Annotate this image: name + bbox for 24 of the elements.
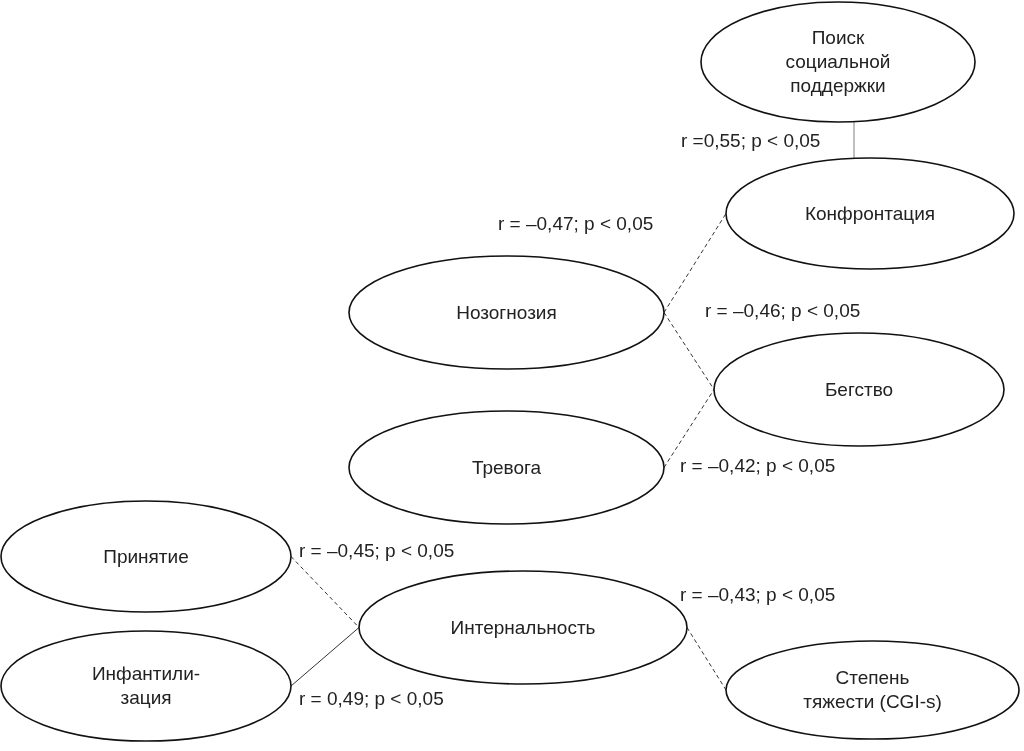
node-label: Тревога [471, 455, 542, 480]
node-label: Бегство [824, 377, 894, 402]
ellipse-node [358, 570, 688, 685]
ellipse-node [725, 157, 1015, 270]
node-label: Поиск социальной поддержки [784, 26, 892, 98]
node-label: Степень тяжести (CGI-s) [802, 666, 943, 714]
ellipse-node [725, 640, 1020, 740]
ellipse-node [348, 255, 665, 370]
ellipse-node [700, 1, 976, 123]
ellipse-node [348, 410, 665, 525]
dashed-connector [290, 556, 360, 628]
connector-line [290, 627, 360, 687]
ellipse-node [713, 332, 1005, 447]
dashed-connector [686, 627, 727, 691]
ellipse-node [0, 630, 292, 742]
connector-line [853, 121, 855, 159]
node-label: Инфантили- зация [91, 662, 201, 710]
node-label: Конфронтация [804, 201, 936, 226]
node-label: Принятие [103, 544, 189, 569]
node-label: Нозогнозия [456, 300, 557, 325]
dashed-connector [663, 312, 715, 390]
node-label: Интернальность [450, 615, 596, 640]
ellipse-node [0, 500, 292, 613]
dashed-connector [663, 213, 727, 313]
